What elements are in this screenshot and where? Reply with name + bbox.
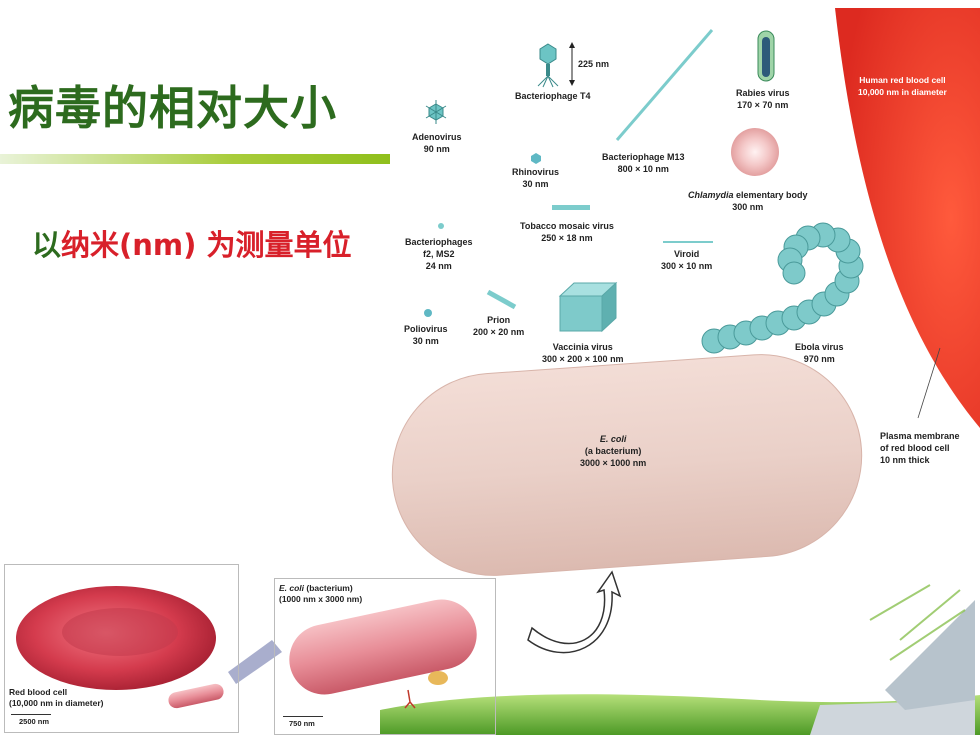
label-adenovirus: Adenovirus 90 nm	[412, 131, 462, 155]
bacteriophage-t4-icon	[537, 43, 559, 88]
inset-small-particle	[428, 671, 448, 685]
label-bacteriophage-m13: Bacteriophage M13 800 × 10 nm	[602, 151, 685, 175]
f2-size: 24 nm	[425, 261, 452, 271]
chlamydia-size: 300 nm	[732, 202, 764, 212]
viroid-size: 300 × 10 nm	[661, 261, 713, 271]
poliovirus-name: Poliovirus	[404, 324, 448, 334]
chlamydia-name-line: Chlamydia elementary body	[688, 189, 808, 201]
inset-ecoli-scale-label: 750 nm	[289, 719, 315, 728]
label-e-coli: E. coli (a bacterium) 3000 × 1000 nm	[580, 433, 646, 469]
rhinovirus-icon	[531, 153, 541, 164]
inset-ecoli-title2: (1000 nm x 3000 nm)	[279, 594, 363, 604]
inset-ecoli-title: E. coli (bacterium) (1000 nm x 3000 nm)	[279, 583, 362, 605]
label-rabies-virus: Rabies virus 170 × 70 nm	[736, 87, 790, 111]
inset-rbc-label1: Red blood cell	[9, 687, 68, 697]
inset-rbc-label: Red blood cell (10,000 nm in diameter)	[9, 687, 103, 709]
plasma-line1: Plasma membrane	[880, 431, 960, 441]
inset-phage	[404, 689, 416, 709]
ecoli-size: 3000 × 1000 nm	[580, 458, 647, 468]
poliovirus-icon	[424, 309, 432, 317]
ecoli-name: E. coli	[599, 434, 627, 444]
inset-red-blood-cell-panel: Red blood cell (10,000 nm in diameter) 2…	[4, 564, 239, 733]
f2-name: Bacteriophages	[405, 237, 473, 247]
subtitle-part-3: 为测量单位	[196, 228, 352, 262]
rhinovirus-size: 30 nm	[522, 179, 549, 189]
tobacco-mosaic-virus-icon	[552, 205, 590, 210]
inset-zoom-arrow	[228, 640, 282, 684]
rabies-name: Rabies virus	[736, 88, 790, 98]
adenovirus-icon	[425, 100, 447, 124]
ebola-virus-icon	[701, 222, 864, 354]
label-225nm: 225 nm	[578, 59, 610, 69]
inset-e-coli	[289, 599, 477, 695]
chlamydia-icon	[731, 128, 779, 176]
vaccinia-size: 300 × 200 × 100 nm	[542, 354, 624, 364]
m13-size: 800 × 10 nm	[617, 164, 669, 174]
subtitle-part-1: 以	[32, 228, 62, 262]
adenovirus-name: Adenovirus	[412, 132, 462, 142]
rabies-size: 170 × 70 nm	[737, 100, 789, 110]
inset-ecoli-scale-bar	[283, 716, 323, 717]
vaccinia-virus-icon	[558, 281, 618, 333]
laptop-icon	[810, 584, 975, 735]
label-tobacco-mosaic-virus: Tobacco mosaic virus 250 × 18 nm	[520, 220, 614, 244]
ebola-name: Ebola virus	[795, 342, 844, 352]
inset-rbc-scale-bar	[11, 714, 51, 715]
poliovirus-size: 30 nm	[412, 336, 439, 346]
label-bacteriophages-f2: Bacteriophages f2, MS2 24 nm	[405, 236, 473, 272]
inset-ecoli-title-line1: E. coli (bacterium)	[279, 583, 362, 594]
label-viroid: Viroid 300 × 10 nm	[661, 248, 712, 272]
inset-e-coli-panel: E. coli (bacterium) (1000 nm x 3000 nm) …	[274, 578, 496, 735]
label-bacteriophage-t4: Bacteriophage T4	[515, 91, 591, 101]
inset-rbc-dimple	[62, 608, 178, 656]
plasma-line2: of red blood cell	[880, 443, 950, 453]
adenovirus-size: 90 nm	[423, 144, 450, 154]
page-title: 病毒的相对大小	[8, 81, 337, 135]
rbc-name: Human red blood cell	[859, 75, 946, 85]
label-human-rbc: Human red blood cell 10,000 nm in diamete…	[858, 74, 947, 98]
red-blood-cell-edge	[835, 8, 980, 428]
plasma-line3: 10 nm thick	[880, 455, 930, 465]
inset-rbc-scale-label: 2500 nm	[19, 717, 50, 726]
chlamydia-suffix: elementary body	[733, 190, 808, 200]
viroid-name: Viroid	[673, 249, 700, 259]
m13-name: Bacteriophage M13	[602, 152, 685, 162]
tobacco-size: 250 × 18 nm	[541, 233, 593, 243]
bacteriophage-m13-icon	[615, 29, 714, 141]
ebola-size: 970 nm	[803, 354, 835, 364]
label-ebola-virus: Ebola virus 970 nm	[795, 341, 844, 365]
page-subtitle: 以纳米(nm) 为测量单位	[32, 222, 352, 264]
prion-size: 200 × 20 nm	[473, 327, 525, 337]
curved-arrow-icon	[527, 570, 622, 654]
bacteriophage-f2-icon	[438, 223, 444, 229]
rhinovirus-name: Rhinovirus	[512, 167, 560, 177]
label-vaccinia-virus: Vaccinia virus 300 × 200 × 100 nm	[542, 341, 624, 365]
scale-arrow	[569, 42, 575, 86]
label-poliovirus: Poliovirus 30 nm	[404, 323, 448, 347]
ecoli-desc: (a bacterium)	[584, 446, 642, 456]
inset-ecoli-italic: E. coli	[279, 583, 305, 593]
inset-ecoli-rest: (bacterium)	[304, 583, 353, 593]
title-underline	[0, 154, 390, 164]
inset-rbc-label2: (10,000 nm in diameter)	[9, 698, 104, 708]
rabies-virus-icon	[757, 30, 775, 82]
inset-small-e-coli	[168, 683, 224, 709]
chlamydia-name: Chlamydia	[688, 190, 734, 200]
f2-name2: f2, MS2	[423, 249, 455, 259]
plasma-pointer	[917, 347, 941, 419]
rbc-size: 10,000 nm in diameter	[858, 87, 947, 97]
vaccinia-name: Vaccinia virus	[552, 342, 613, 352]
tobacco-name: Tobacco mosaic virus	[520, 221, 614, 231]
subtitle-part-2: 纳米(nm)	[61, 228, 197, 262]
e-coli-icon	[391, 354, 863, 576]
prion-icon	[486, 289, 517, 310]
label-prion: Prion 200 × 20 nm	[473, 314, 524, 338]
label-plasma-membrane: Plasma membrane of red blood cell 10 nm th…	[880, 430, 960, 466]
label-rhinovirus: Rhinovirus 30 nm	[512, 166, 559, 190]
prion-name: Prion	[487, 315, 511, 325]
